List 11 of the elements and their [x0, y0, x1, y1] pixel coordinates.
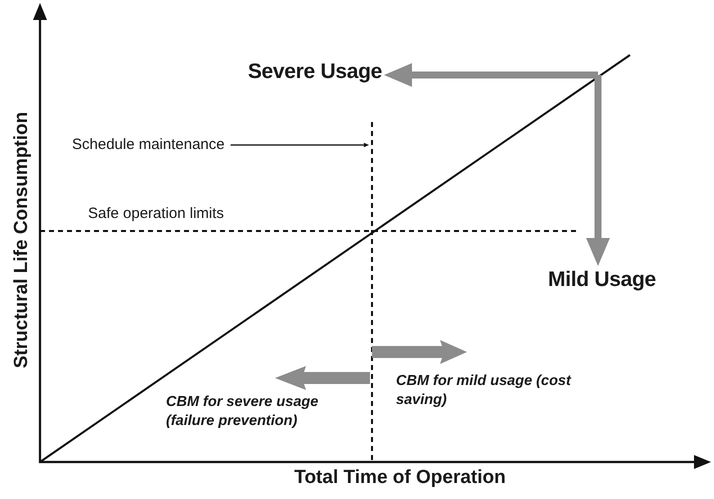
leader-arrow [230, 142, 369, 148]
limit-label: Safe operation limits [88, 204, 225, 224]
annotation-text: Schedule maintenance [72, 136, 225, 153]
arrow [586, 75, 610, 266]
axis-title: Total Time of Operation [293, 466, 507, 490]
strategy-note: CBM for severe usage (failure prevention) [166, 393, 320, 431]
arrow [384, 63, 598, 87]
usage-label: Mild Usage [548, 268, 656, 292]
usage-label: Severe Usage [248, 60, 382, 84]
strategy-note: CBM for mild usage (cost saving) [396, 372, 572, 410]
axis-title: Structural Life Consumption [11, 112, 33, 368]
